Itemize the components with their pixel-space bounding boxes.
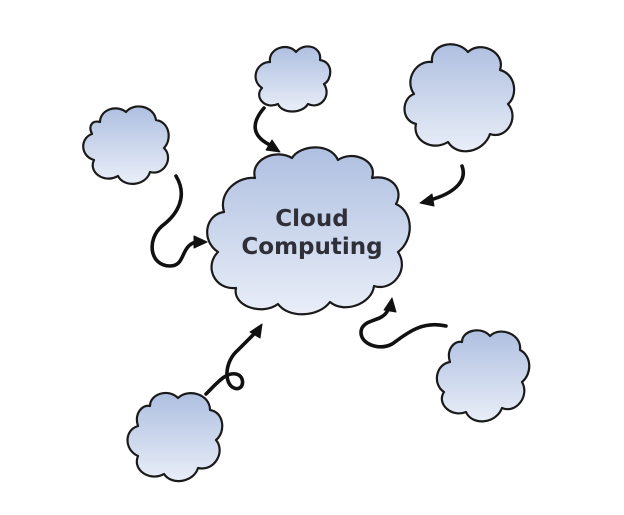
- arrow-from-top-right-cloud: [419, 164, 466, 207]
- arrow-from-bottom-left-cloud: [204, 323, 263, 396]
- arrow-from-bottom-right-cloud: [359, 297, 448, 349]
- satellite-cloud-bottom-left: [126, 391, 224, 483]
- satellite-cloud-top-right: [403, 43, 516, 153]
- central-cloud: [206, 146, 411, 316]
- satellite-cloud-top: [254, 45, 332, 113]
- arrow-from-top-cloud: [253, 106, 281, 153]
- satellite-cloud-left: [82, 105, 170, 185]
- title-line-1: Cloud: [275, 206, 348, 232]
- arrow-from-left-cloud: [150, 174, 208, 268]
- title-line-2: Computing: [241, 234, 382, 260]
- satellite-cloud-bottom-right: [435, 329, 531, 423]
